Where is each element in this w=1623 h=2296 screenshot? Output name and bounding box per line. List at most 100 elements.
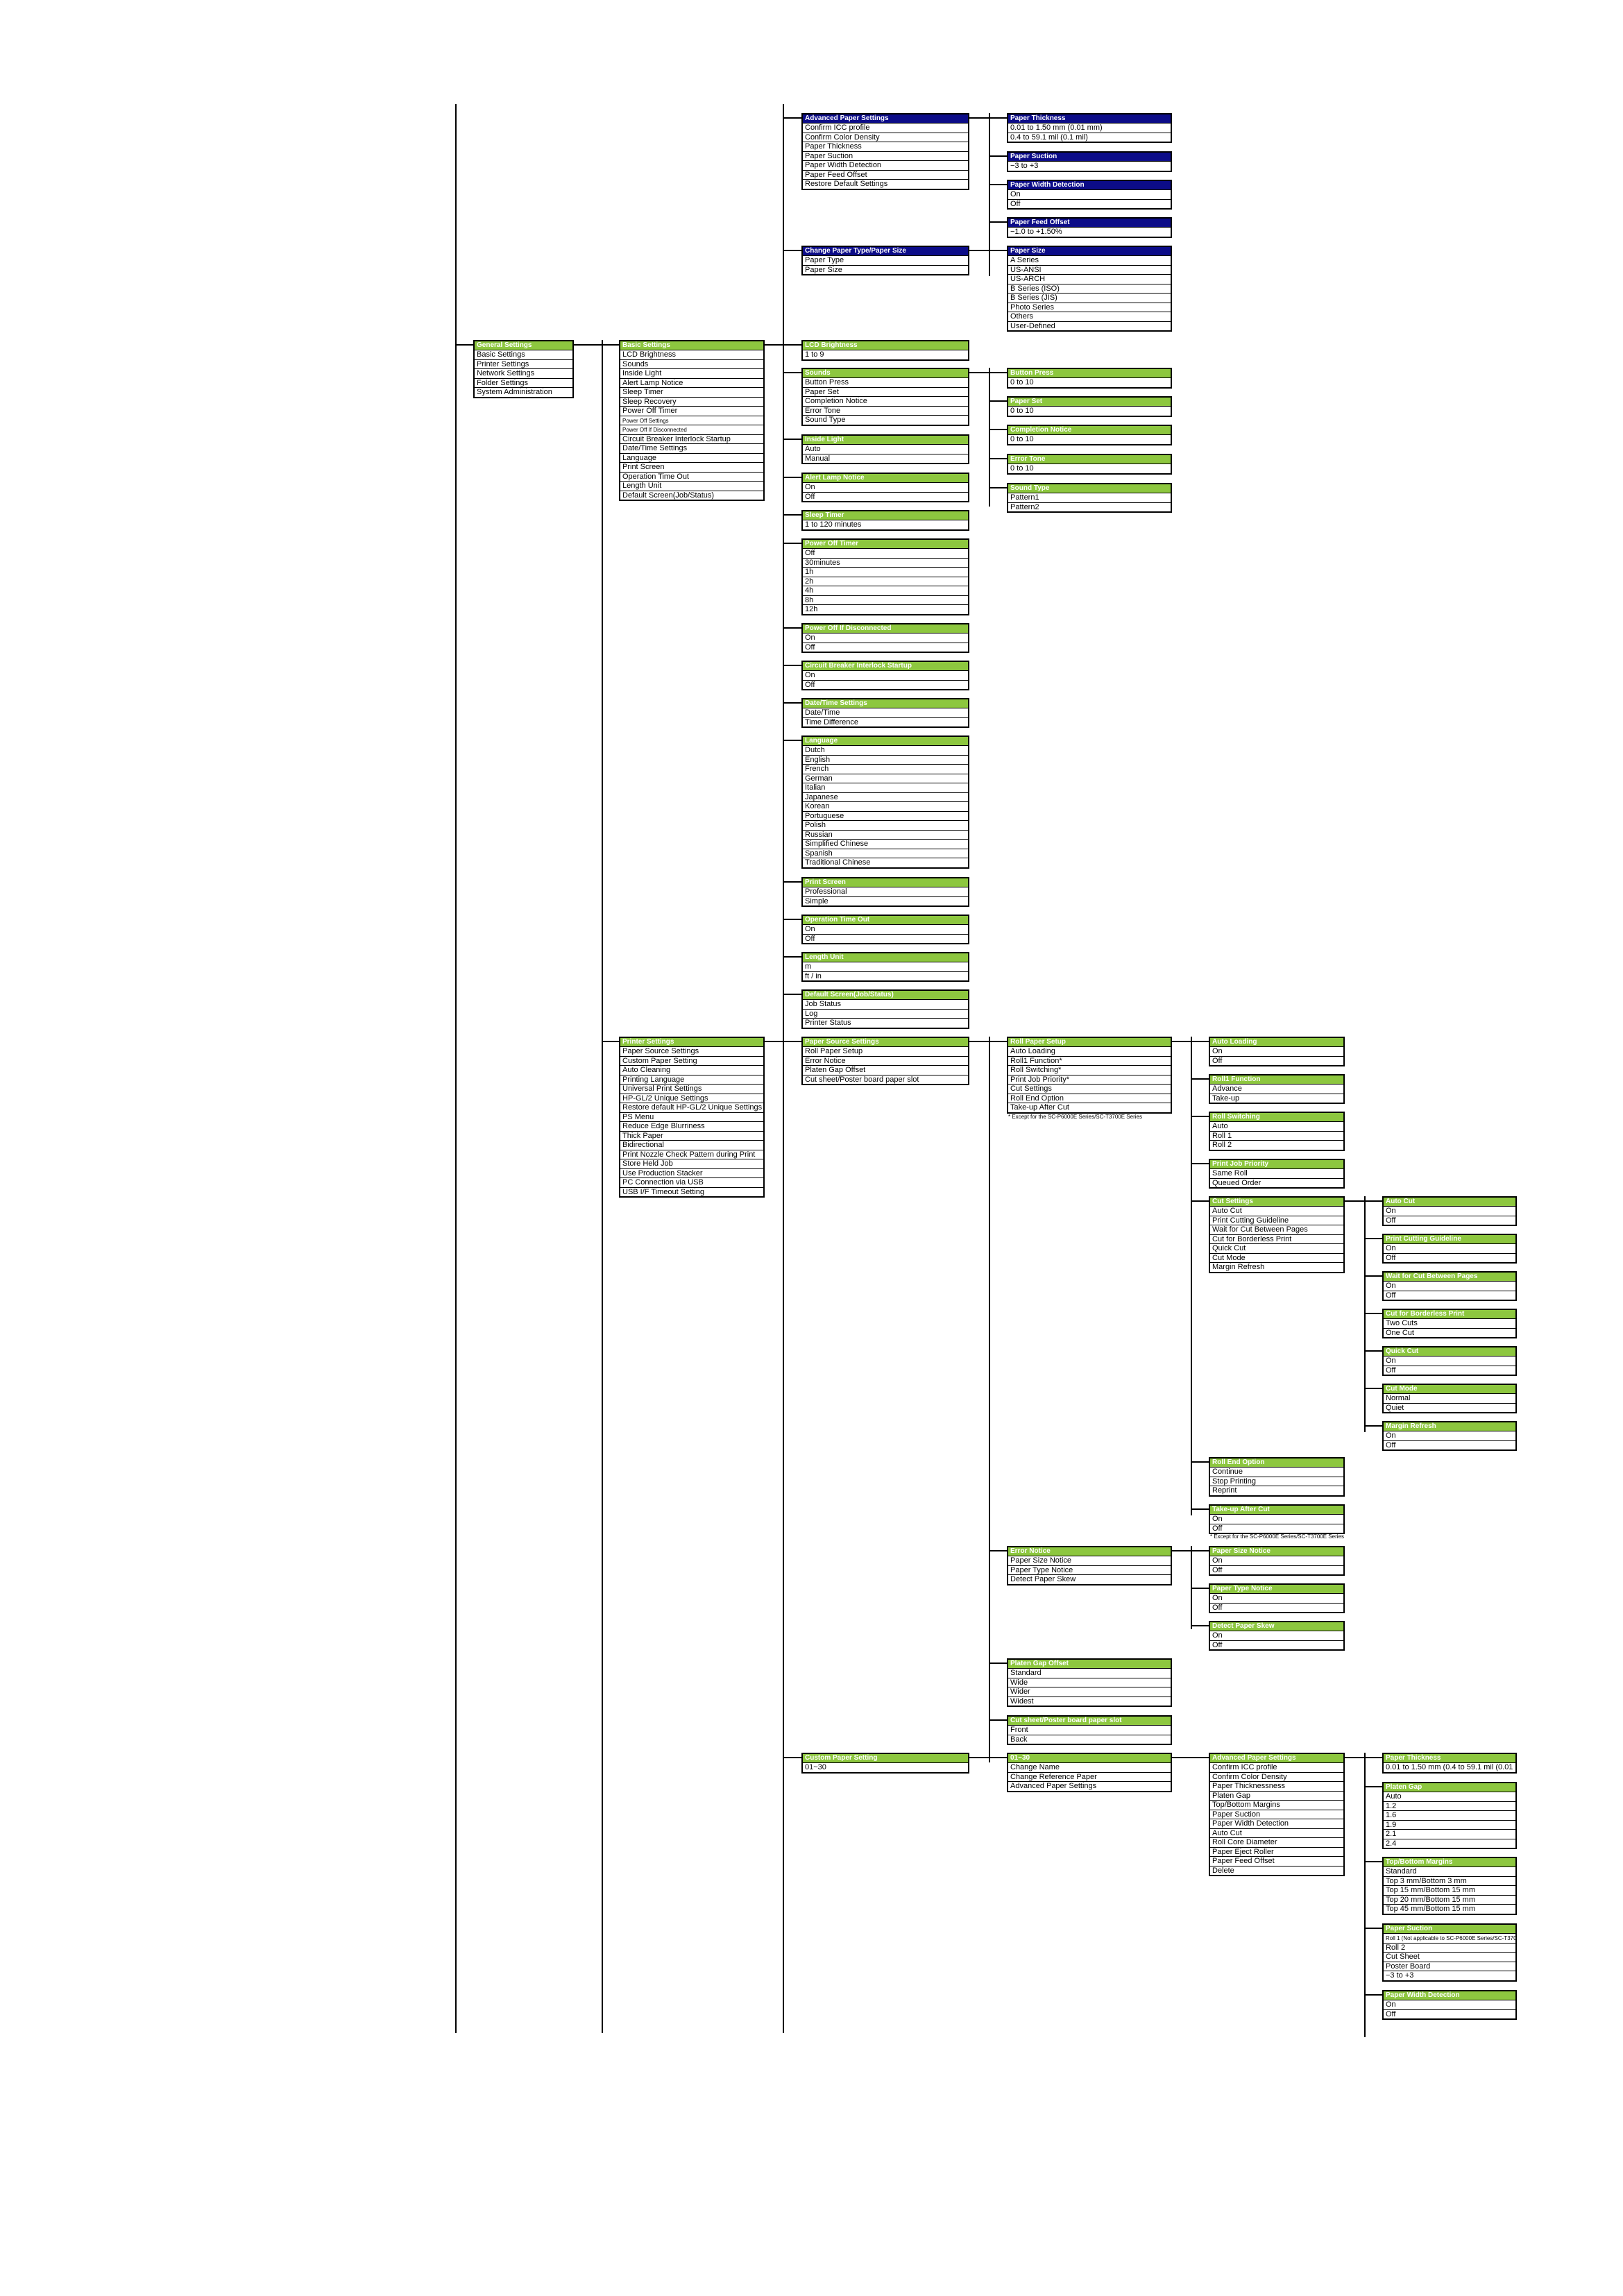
node-item: Wait for Cut Between Pages [1210,1225,1343,1234]
node-item: Wide [1008,1677,1171,1687]
node-item: Widest [1008,1696,1171,1706]
connector-change-paper-type-size [783,250,801,251]
node-item: Change Name [1008,1762,1171,1772]
node-item: USB I/F Timeout Setting [620,1187,763,1197]
node-item: Paper Eject Roller [1210,1846,1343,1857]
node-item: Print Job Priority* [1008,1074,1171,1085]
node-item: 01~30 [803,1762,968,1772]
node-item: Confirm ICC profile [803,123,968,133]
connector-custom-paper-suction [1364,1928,1382,1929]
spine-left [455,104,457,2033]
node-item: Wider [1008,1687,1171,1697]
connector-printer-settings [602,1041,619,1042]
node-item: Italian [803,783,968,792]
node-item: 0 to 10 [1008,434,1171,444]
node-item: On [1384,1431,1515,1440]
node-item: Roll 2 [1210,1140,1343,1150]
node-item: Paper Thicknessness [1210,1781,1343,1791]
node-item: 0.4 to 59.1 mil (0.1 mil) [1008,132,1171,142]
connector-cut-mode [1364,1388,1382,1389]
node-item: On [1384,1206,1515,1216]
node-item: PC Connection via USB [620,1177,763,1187]
node-item: Cut sheet/Poster board paper slot [803,1074,968,1085]
connector-completion-notice [989,429,1007,430]
node-item: −1.0 to +1.50% [1008,227,1171,237]
node-item: Top/Bottom Margins [1210,1800,1343,1810]
node-item: On [1210,1046,1343,1056]
node-title: Power Off If Disconnected [803,624,968,633]
node-title: Paper Width Detection [1008,181,1171,189]
node-item: Operation Time Out [620,471,763,482]
node-title: Printer Settings [620,1038,763,1046]
connector-cut-for-borderless [1364,1313,1382,1314]
node-item: Poster Board [1384,1961,1515,1971]
node-item: Delete [1210,1865,1343,1876]
node-item: Paper Set [803,386,968,397]
node-item: Confirm Color Density [803,132,968,142]
connector-cut-settings [1191,1200,1209,1202]
node-item: Portuguese [803,810,968,821]
node-item: Russian [803,829,968,840]
node-item: Reduce Edge Blurriness [620,1121,763,1131]
connector-operation-time-out [783,919,801,920]
node-title: Paper Size Notice [1210,1547,1343,1556]
node-item: ft / in [803,971,968,981]
connector-sounds [783,372,801,373]
node-item: Reprint [1210,1486,1343,1495]
node-item: Stop Printing [1210,1476,1343,1486]
node-item: Platen Gap Offset [803,1065,968,1075]
node-item: Off [1384,1290,1515,1300]
node-item: Normal [1384,1393,1515,1403]
connector-custom-paper-thickness [1364,1757,1382,1758]
node-item: On [803,924,968,934]
node-title: Cut for Borderless Print [1384,1310,1515,1318]
node-item: Simple [803,896,968,906]
node-item: Roll 2 [1384,1942,1515,1953]
node-title: Circuit Breaker Interlock Startup [803,662,968,670]
node-item: Universal Print Settings [620,1084,763,1094]
node-item: Korean [803,801,968,811]
node-item: Back [1008,1734,1171,1744]
node-item: Paper Thickness [803,142,968,151]
node-title: Margin Refresh [1384,1422,1515,1431]
node-item: Off [1210,1055,1343,1066]
node-title: Roll End Option [1210,1459,1343,1467]
connector-lcd-brightness [783,344,801,346]
node-item: Professional [803,887,968,896]
node-item: Sleep Recovery [620,396,763,407]
node-title: Alert Lamp Notice [803,474,968,482]
footnote: * Except for the SC-P6000E Series/SC-T37… [1210,1533,1344,1540]
node-item: On [803,482,968,492]
node-item: 1.6 [1384,1810,1515,1820]
node-title: Change Paper Type/Paper Size [803,247,968,255]
node-item: Roll 1 [1210,1130,1343,1141]
connector-quick-cut [1364,1350,1382,1352]
node-title: Sounds [803,369,968,377]
node-item: Paper Type [803,255,968,265]
node-item: Circuit Breaker Interlock Startup [620,434,763,444]
node-item: B Series (JIS) [1008,293,1171,303]
node-item: Off [1384,2009,1515,2019]
node-item: Off [1210,1640,1343,1650]
node-title: Cut sheet/Poster board paper slot [1008,1717,1171,1725]
node-item: Off [803,933,968,944]
node-item: Off [1210,1565,1343,1575]
node-item: Platen Gap [1210,1790,1343,1801]
node-title: Date/Time Settings [803,699,968,708]
connector-paper-width-detection [989,184,1007,185]
node-item: Standard [1008,1668,1171,1678]
